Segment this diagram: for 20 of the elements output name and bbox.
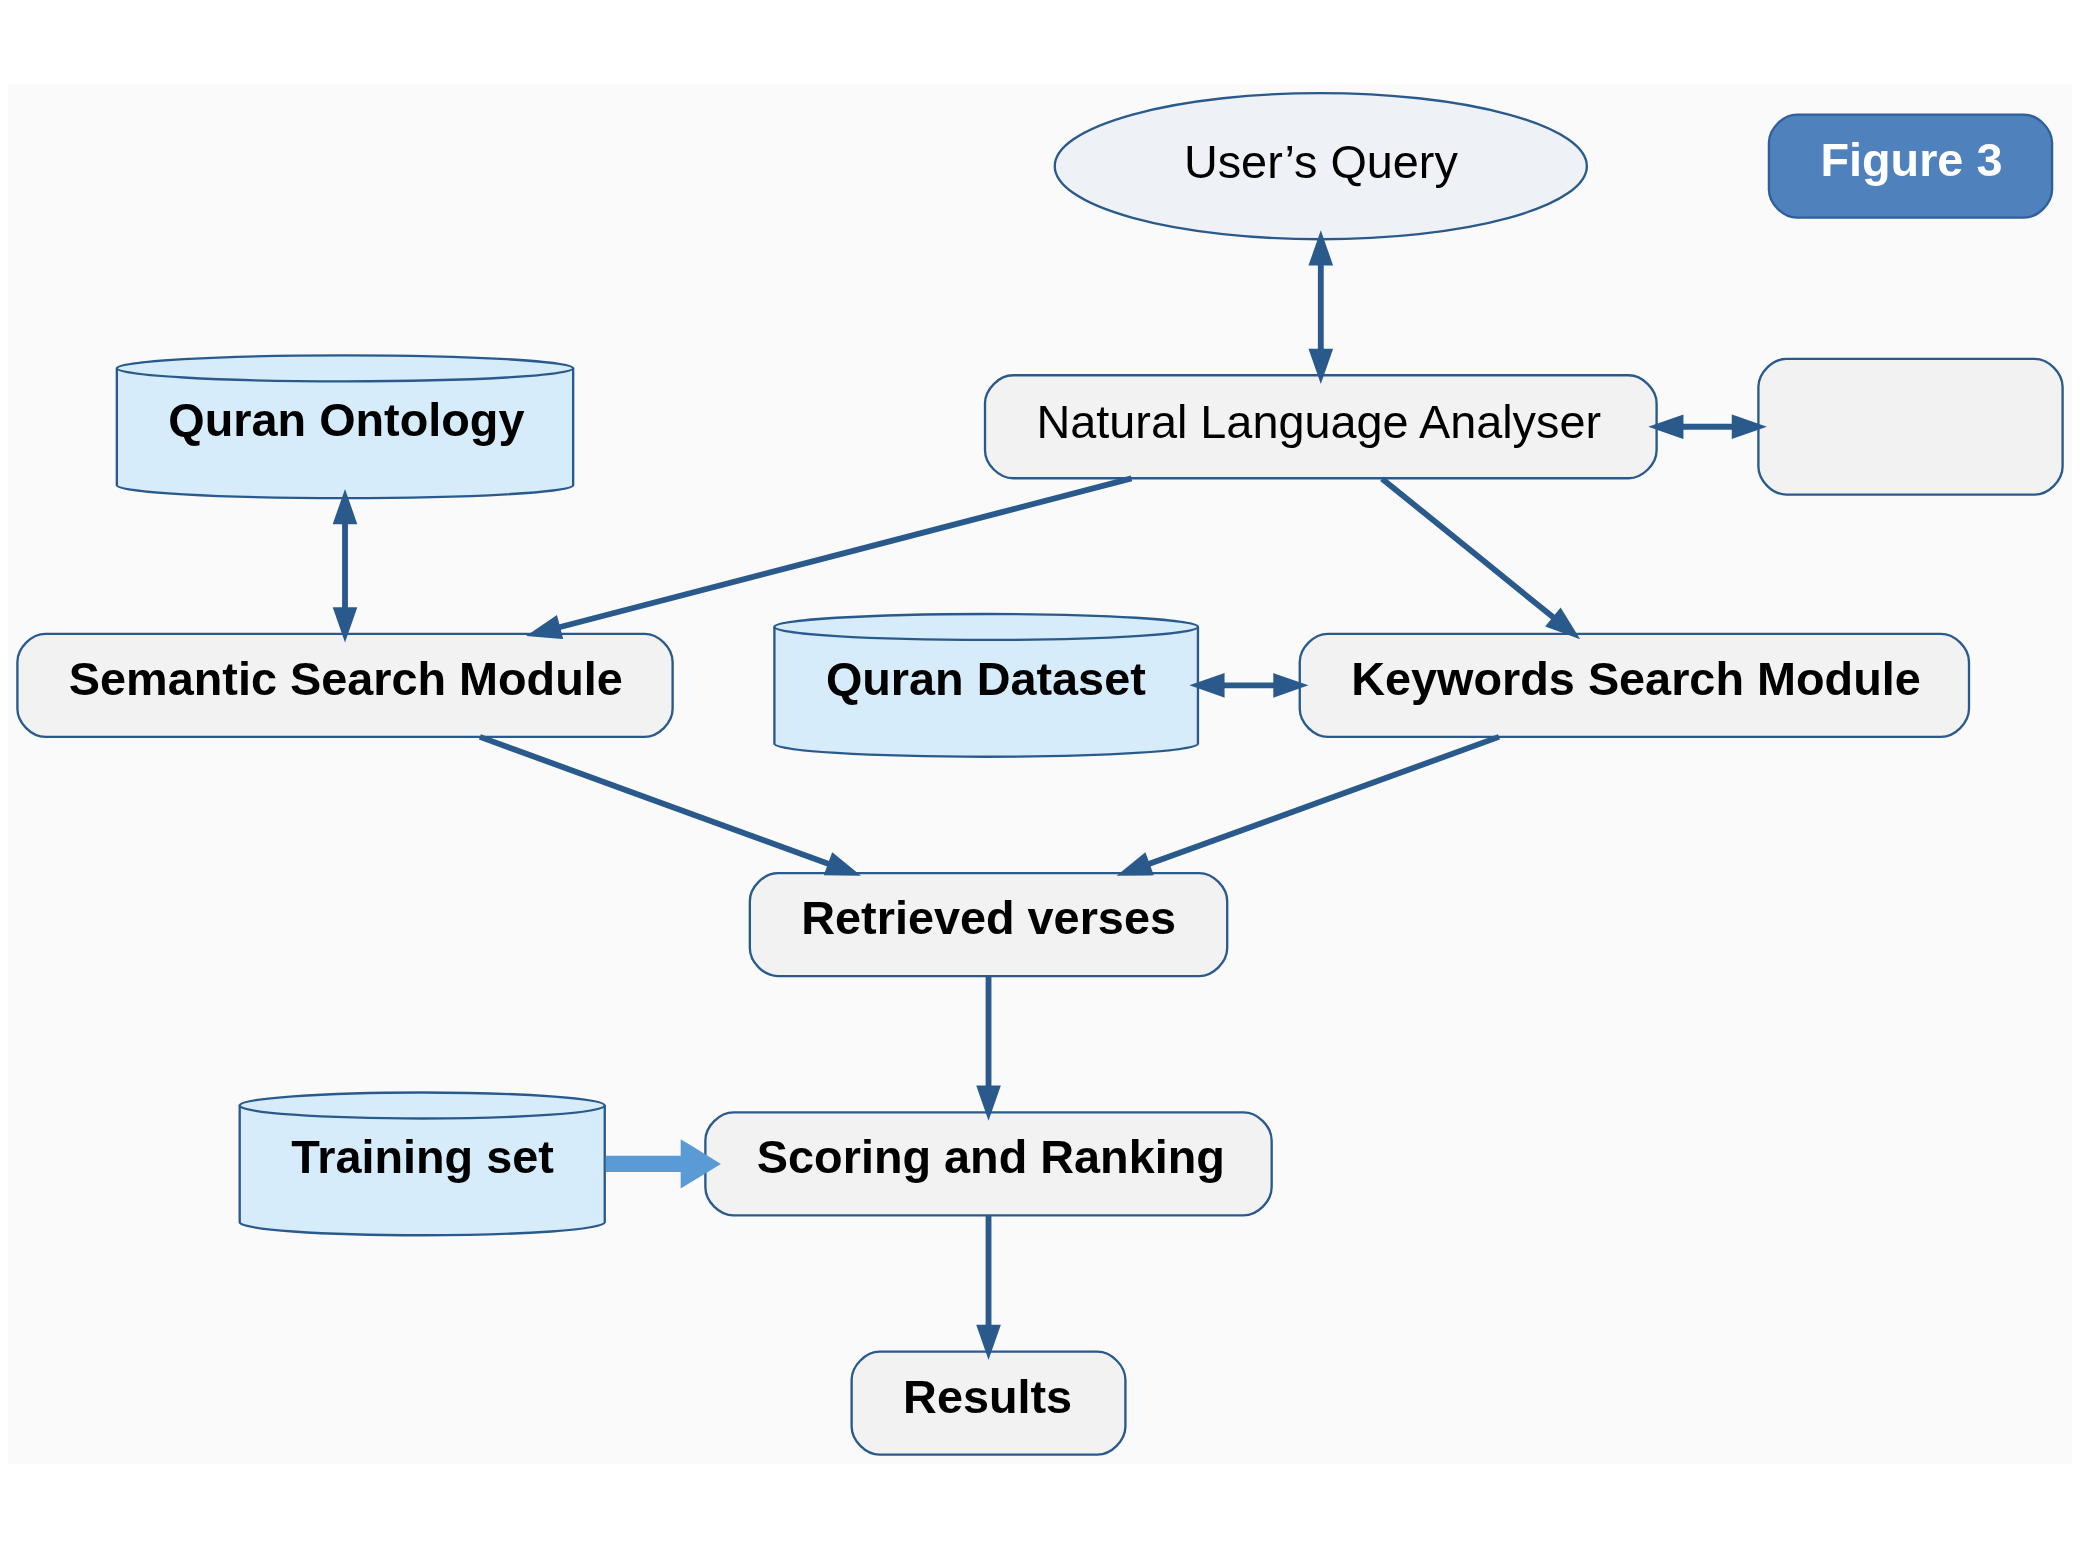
arrow — [976, 1215, 1001, 1360]
node-box: Figure 3 — [1767, 113, 2054, 219]
node-box: Scoring and Ranking — [704, 1110, 1273, 1217]
arrow — [1189, 672, 1309, 698]
node-box: Keywords Search Module — [1298, 632, 1971, 738]
arrow — [526, 475, 1133, 639]
node-box: Natural Language Analyser — [983, 373, 1658, 479]
arrow — [332, 488, 358, 642]
arrow — [1308, 229, 1334, 384]
arrow — [478, 733, 861, 876]
arrow — [1648, 413, 1767, 439]
node-box: Results — [850, 1350, 1127, 1456]
node-box — [1757, 357, 2064, 496]
node-ellipse: User’s Query — [1053, 91, 1588, 240]
arrow — [976, 976, 1001, 1121]
arrow — [1116, 733, 1500, 876]
node-box: Retrieved verses — [748, 871, 1229, 977]
arrow — [1380, 475, 1581, 639]
arrow — [605, 1138, 721, 1189]
node-box: Semantic Search Module — [16, 632, 674, 738]
